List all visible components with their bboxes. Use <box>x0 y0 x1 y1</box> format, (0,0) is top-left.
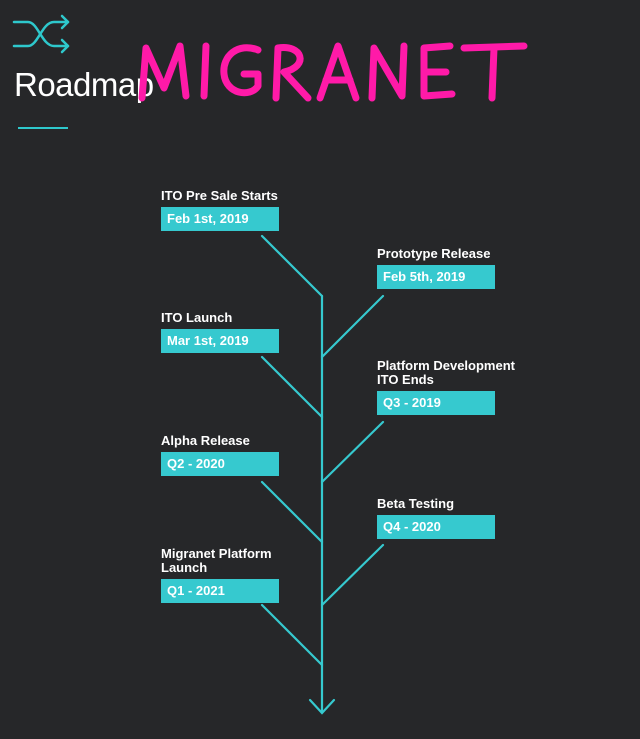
milestone-label: Migranet Platform Launch <box>161 546 272 575</box>
milestone-date: Mar 1st, 2019 <box>161 329 279 353</box>
title-divider <box>18 127 68 129</box>
milestone-prototype: Prototype Release Feb 5th, 2019 <box>377 247 537 289</box>
milestone-date: Feb 1st, 2019 <box>161 207 279 231</box>
milestone-date: Feb 5th, 2019 <box>377 265 495 289</box>
milestone-label: ITO Launch <box>161 310 233 325</box>
milestone-label: ITO Pre Sale Starts <box>161 188 278 203</box>
milestone-date: Q3 - 2019 <box>377 391 495 415</box>
milestone-ito-presale: ITO Pre Sale Starts Feb 1st, 2019 <box>161 189 321 231</box>
milestone-alpha: Alpha Release Q2 - 2020 <box>161 434 321 476</box>
branch-1 <box>260 234 324 298</box>
milestone-ito-launch: ITO Launch Mar 1st, 2019 <box>161 311 321 353</box>
milestone-date: Q1 - 2021 <box>161 579 279 603</box>
milestone-beta: Beta Testing Q4 - 2020 <box>377 497 537 539</box>
branch-4 <box>320 420 385 484</box>
branch-7 <box>260 603 324 667</box>
arrow-head <box>308 698 336 715</box>
header: Roadmap <box>0 0 640 140</box>
brand-logo <box>138 42 528 102</box>
milestone-label: Prototype Release <box>377 246 491 261</box>
branch-2 <box>320 294 385 359</box>
milestone-platform-launch: Migranet Platform Launch Q1 - 2021 <box>161 547 321 603</box>
milestone-date: Q2 - 2020 <box>161 452 279 476</box>
milestone-label: Platform Development ITO Ends <box>377 358 515 387</box>
milestone-platform-dev: Platform Development ITO Ends Q3 - 2019 <box>377 359 557 415</box>
branch-6 <box>320 543 385 607</box>
milestone-label: Beta Testing <box>377 496 455 511</box>
milestone-label: Alpha Release <box>161 433 250 448</box>
branch-5 <box>260 480 324 544</box>
milestone-date: Q4 - 2020 <box>377 515 495 539</box>
page-title: Roadmap <box>14 66 154 103</box>
branch-3 <box>260 355 324 419</box>
shuffle-icon <box>12 14 70 54</box>
